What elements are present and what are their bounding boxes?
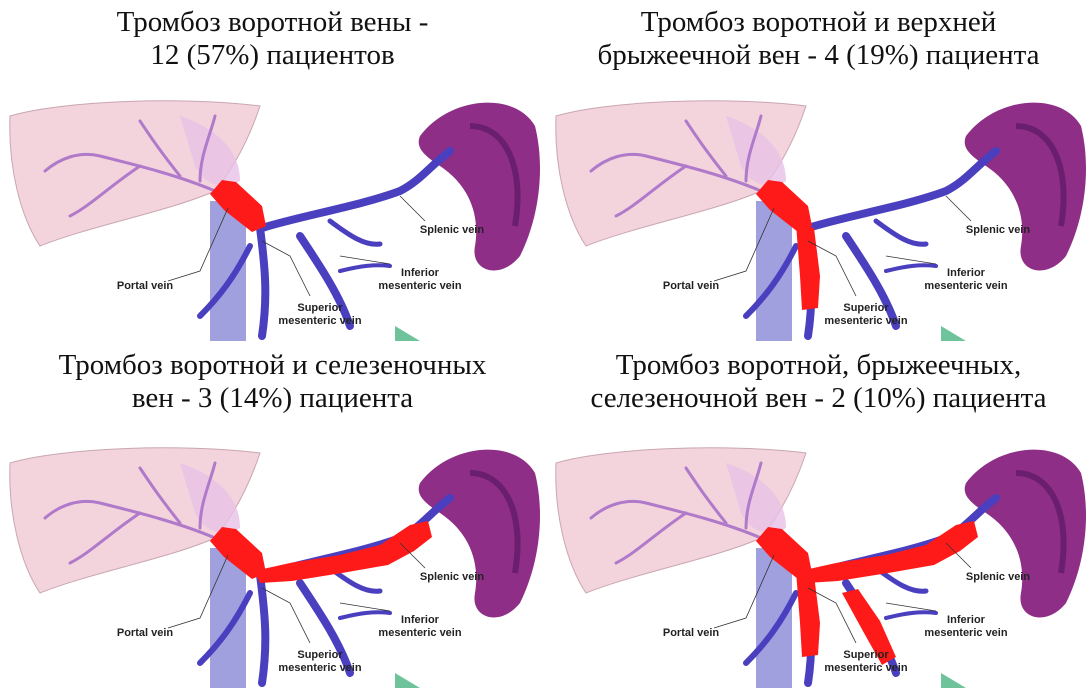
panel-portal-splenic-thrombosis: Тромбоз воротной и селезеночных вен - 3 … bbox=[0, 343, 545, 685]
panel-title: Тромбоз воротной и селезеночных вен - 3 … bbox=[0, 349, 545, 415]
thrombus-superior-mesenteric bbox=[796, 571, 820, 657]
inferior-mesenteric-label-line2: mesenteric vein bbox=[924, 280, 1007, 292]
splenic-vein-label: Splenic vein bbox=[420, 571, 484, 583]
panel-title-line1: Тромбоз воротной вены - bbox=[0, 6, 545, 39]
splenic-vein-label: Splenic vein bbox=[420, 224, 484, 236]
superior-mesenteric-label-line1: Superior bbox=[297, 649, 343, 661]
splenic-vein-path bbox=[262, 151, 450, 228]
pancreas-hint bbox=[941, 326, 966, 341]
superior-mesenteric-vein-path bbox=[260, 575, 265, 683]
panel-portal-superior-mesenteric-thrombosis: Тромбоз воротной и верхней брыжеечной ве… bbox=[546, 0, 1091, 342]
portal-vein-label: Portal vein bbox=[663, 627, 720, 639]
inferior-mesenteric-label-line1: Inferior bbox=[401, 267, 440, 279]
superior-mesenteric-label-line1: Superior bbox=[843, 649, 889, 661]
leader-line bbox=[886, 256, 936, 264]
inferior-mesenteric-label-line2: mesenteric vein bbox=[924, 627, 1007, 639]
inferior-mesenteric-label-line2: mesenteric vein bbox=[378, 280, 461, 292]
leader-line bbox=[340, 603, 390, 611]
pancreas-hint bbox=[395, 673, 420, 688]
leader-line bbox=[400, 196, 425, 221]
pancreas-hint bbox=[395, 326, 420, 341]
superior-mesenteric-label-line2: mesenteric vein bbox=[278, 315, 361, 327]
panel-title-line1: Тромбоз воротной и селезеночных bbox=[0, 349, 545, 382]
panel-title-line2: селезеночной вен - 2 (10%) пациента bbox=[546, 382, 1091, 415]
inferior-mesenteric-label-line2: mesenteric vein bbox=[378, 627, 461, 639]
pancreas-hint bbox=[941, 673, 966, 688]
superior-mesenteric-label-line1: Superior bbox=[297, 302, 343, 314]
panel-title-line2: брыжеечной вен - 4 (19%) пациента bbox=[546, 39, 1091, 72]
inferior-mesenteric-label-line1: Inferior bbox=[947, 614, 986, 626]
portal-vein-label: Portal vein bbox=[663, 280, 720, 292]
panel-title-line2: 12 (57%) пациентов bbox=[0, 39, 545, 72]
inferior-mesenteric-label-line1: Inferior bbox=[401, 614, 440, 626]
superior-mesenteric-vein-path bbox=[260, 228, 265, 336]
panel-title-line2: вен - 3 (14%) пациента bbox=[0, 382, 545, 415]
panel-title: Тромбоз воротной и верхней брыжеечной ве… bbox=[546, 6, 1091, 72]
splenic-vein-label: Splenic vein bbox=[966, 224, 1030, 236]
leader-line bbox=[946, 196, 971, 221]
superior-mesenteric-label-line2: mesenteric vein bbox=[278, 662, 361, 674]
panel-title-line1: Тромбоз воротной и верхней bbox=[546, 6, 1091, 39]
portal-vein-label: Portal vein bbox=[117, 280, 174, 292]
inferior-mesenteric-label-line1: Inferior bbox=[947, 267, 986, 279]
leader-line bbox=[340, 256, 390, 264]
panel-title-line1: Тромбоз воротной, брыжеечных, bbox=[546, 349, 1091, 382]
tributary-vein bbox=[876, 221, 926, 244]
panel-portal-thrombosis: Тромбоз воротной вены - 12 (57%) пациент… bbox=[0, 0, 545, 342]
portal-vein-label: Portal vein bbox=[117, 627, 174, 639]
tributary-vein bbox=[330, 221, 380, 244]
tributary-vein bbox=[886, 265, 936, 271]
splenic-vein-label: Splenic vein bbox=[966, 571, 1030, 583]
superior-mesenteric-label-line2: mesenteric vein bbox=[824, 662, 907, 674]
leader-line bbox=[886, 603, 936, 611]
tributary-vein bbox=[886, 612, 936, 618]
panel-portal-mesenteric-splenic-thrombosis: Тромбоз воротной, брыжеечных, селезеночн… bbox=[546, 343, 1091, 685]
superior-mesenteric-label-line1: Superior bbox=[843, 302, 889, 314]
splenic-vein-path bbox=[808, 151, 996, 228]
thrombus-superior-mesenteric bbox=[796, 224, 820, 310]
tributary-vein bbox=[340, 265, 390, 271]
tributary-vein bbox=[340, 612, 390, 618]
panel-title: Тромбоз воротной вены - 12 (57%) пациент… bbox=[0, 6, 545, 72]
superior-mesenteric-label-line2: mesenteric vein bbox=[824, 315, 907, 327]
panel-title: Тромбоз воротной, брыжеечных, селезеночн… bbox=[546, 349, 1091, 415]
